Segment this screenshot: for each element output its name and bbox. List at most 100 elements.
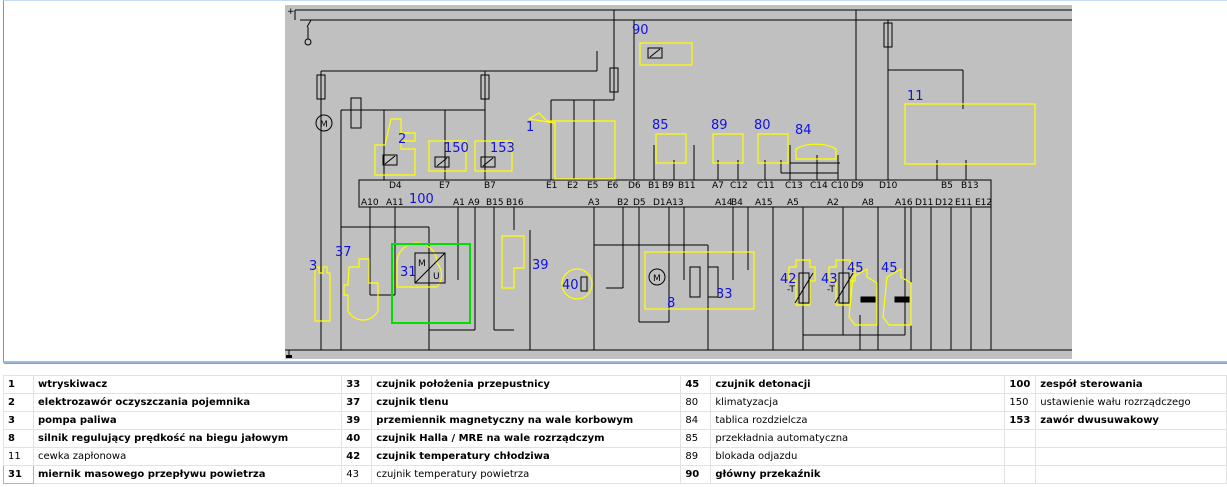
pin-label: C10	[831, 181, 849, 191]
legend-description[interactable]: czujnik położenia przepustnicy	[371, 375, 682, 394]
legend-description[interactable]: miernik masowego przepływu powietrza	[33, 465, 343, 484]
pin-label: B4	[731, 198, 743, 208]
legend-description[interactable]: pompa paliwa	[33, 411, 343, 430]
component-number[interactable]: 39	[532, 258, 549, 273]
ignition-key-icon	[304, 19, 312, 46]
legend-number[interactable]: 33	[341, 375, 373, 394]
legend-description[interactable]: przekładnia automatyczna	[710, 429, 1006, 448]
pin-label: C14	[810, 181, 828, 191]
pin-label: E1	[546, 181, 557, 191]
legend-description[interactable]: czujnik temperatury powietrza	[371, 465, 682, 484]
legend-description[interactable]: elektrozawór oczyszczania pojemnika	[33, 393, 343, 412]
legend-number[interactable]: 150	[1004, 393, 1037, 412]
legend-description[interactable]: tablica rozdzielcza	[710, 411, 1006, 430]
pin-label: B9	[662, 181, 674, 191]
hall-sensor-icon	[580, 276, 588, 292]
component-number[interactable]: 11	[907, 89, 924, 104]
legend-number[interactable]: 100	[1004, 375, 1037, 394]
legend-number[interactable]: 2	[2, 393, 35, 412]
legend-description[interactable]: przemiennik magnetyczny na wale korbowym	[371, 411, 682, 430]
component-42-outline	[788, 259, 816, 306]
legend-description[interactable]: czujnik detonacji	[710, 375, 1006, 394]
legend-description[interactable]: zespół sterowania	[1035, 375, 1227, 394]
pin-label: D9	[851, 181, 864, 191]
legend-description[interactable]: silnik regulujący prędkość na biegu jało…	[33, 429, 343, 448]
relay-coil-icon	[647, 47, 663, 59]
component-number[interactable]: 8	[667, 296, 675, 311]
legend-number[interactable]: 90	[680, 465, 712, 484]
legend-number[interactable]: 80	[680, 393, 712, 412]
component-2-outline	[374, 118, 416, 176]
legend-number[interactable]: 42	[341, 447, 373, 466]
legend-description[interactable]: czujnik tlenu	[371, 393, 682, 412]
legend-number[interactable]: 84	[680, 411, 712, 430]
legend-number[interactable]: 85	[680, 429, 712, 448]
maf-label-m: M	[418, 259, 426, 269]
legend-description[interactable]: czujnik Halla / MRE na wale rozrządczym	[371, 429, 682, 448]
legend-number[interactable]: 37	[341, 393, 373, 412]
component-number[interactable]: 2	[398, 132, 406, 147]
legend-number[interactable]: 3	[2, 411, 35, 430]
legend-description[interactable]: blokada odjazdu	[710, 447, 1006, 466]
legend-description[interactable]: główny przekaźnik	[710, 465, 1006, 484]
component-number[interactable]: 85	[652, 118, 669, 133]
legend-number[interactable]: 45	[680, 375, 712, 394]
pin-label: D5	[633, 198, 646, 208]
component-number[interactable]: 1	[526, 120, 534, 135]
legend-number[interactable]: 40	[341, 429, 373, 448]
pin-label: A13	[666, 198, 684, 208]
pin-label: D4	[389, 181, 402, 191]
legend-description[interactable]: czujnik temperatury chłodziwa	[371, 447, 682, 466]
pin-label: D11	[915, 198, 933, 208]
legend-description[interactable]: ustawienie wału rozrządczego	[1035, 393, 1227, 412]
legend-number[interactable]: 43	[341, 465, 373, 484]
component-number[interactable]: 33	[716, 287, 733, 302]
component-number[interactable]: 31	[400, 265, 417, 280]
legend-description[interactable]: wtryskiwacz	[33, 375, 343, 394]
component-number[interactable]: 3	[309, 259, 317, 274]
component-number[interactable]: 89	[711, 118, 728, 133]
legend-number[interactable]: 89	[680, 447, 712, 466]
knock-sensor-icon	[860, 296, 876, 303]
component-number[interactable]: 37	[335, 245, 352, 260]
fuses	[316, 22, 893, 100]
selected-component-31-highlight[interactable]	[391, 243, 471, 324]
component-numbers: 1 2 150 153 90 85 89 80 84 11 3 37 31 39…	[309, 23, 924, 311]
legend-number[interactable]: 8	[2, 429, 35, 448]
pin-label: A1	[453, 198, 465, 208]
component-number[interactable]: 42	[780, 272, 797, 287]
component-number[interactable]: 40	[562, 278, 579, 293]
legend-number[interactable]: 31	[2, 465, 35, 484]
component-number[interactable]: 90	[632, 23, 649, 38]
legend-description[interactable]: cewka zapłonowa	[33, 447, 343, 466]
component-number[interactable]: 150	[444, 141, 469, 156]
thermistor-icon	[838, 272, 850, 304]
idle-motor-icon	[648, 268, 666, 286]
legend-description[interactable]: klimatyzacja	[710, 393, 1006, 412]
pin-label: D12	[935, 198, 953, 208]
control-unit-number[interactable]: 100	[409, 192, 434, 207]
pin-label: A7	[712, 181, 724, 191]
pin-label: B16	[506, 198, 524, 208]
legend-number[interactable]: 1	[2, 375, 35, 394]
legend-number[interactable]: 153	[1004, 411, 1037, 430]
component-89-outline	[712, 133, 744, 164]
ecu-bottom-pins: A10 A11 A1 A9 B15 B16 A3 B2 D5 D1 A13 A1…	[361, 198, 992, 208]
component-number[interactable]: 43	[821, 272, 838, 287]
component-number[interactable]: 84	[795, 123, 812, 138]
legend-number[interactable]: 11	[2, 447, 35, 466]
component-number[interactable]: 45	[847, 261, 864, 276]
component-number[interactable]: 80	[754, 118, 771, 133]
component-150-outline	[428, 140, 467, 172]
component-153-outline	[474, 140, 513, 172]
legend-description[interactable]: zawór dwusuwakowy	[1035, 411, 1227, 430]
legend-number[interactable]: 39	[341, 411, 373, 430]
wiring-diagram: +	[285, 5, 1072, 359]
pin-label: B11	[678, 181, 696, 191]
pin-label: D10	[879, 181, 898, 191]
component-number[interactable]: 153	[490, 141, 515, 156]
component-number[interactable]: 45	[881, 261, 898, 276]
